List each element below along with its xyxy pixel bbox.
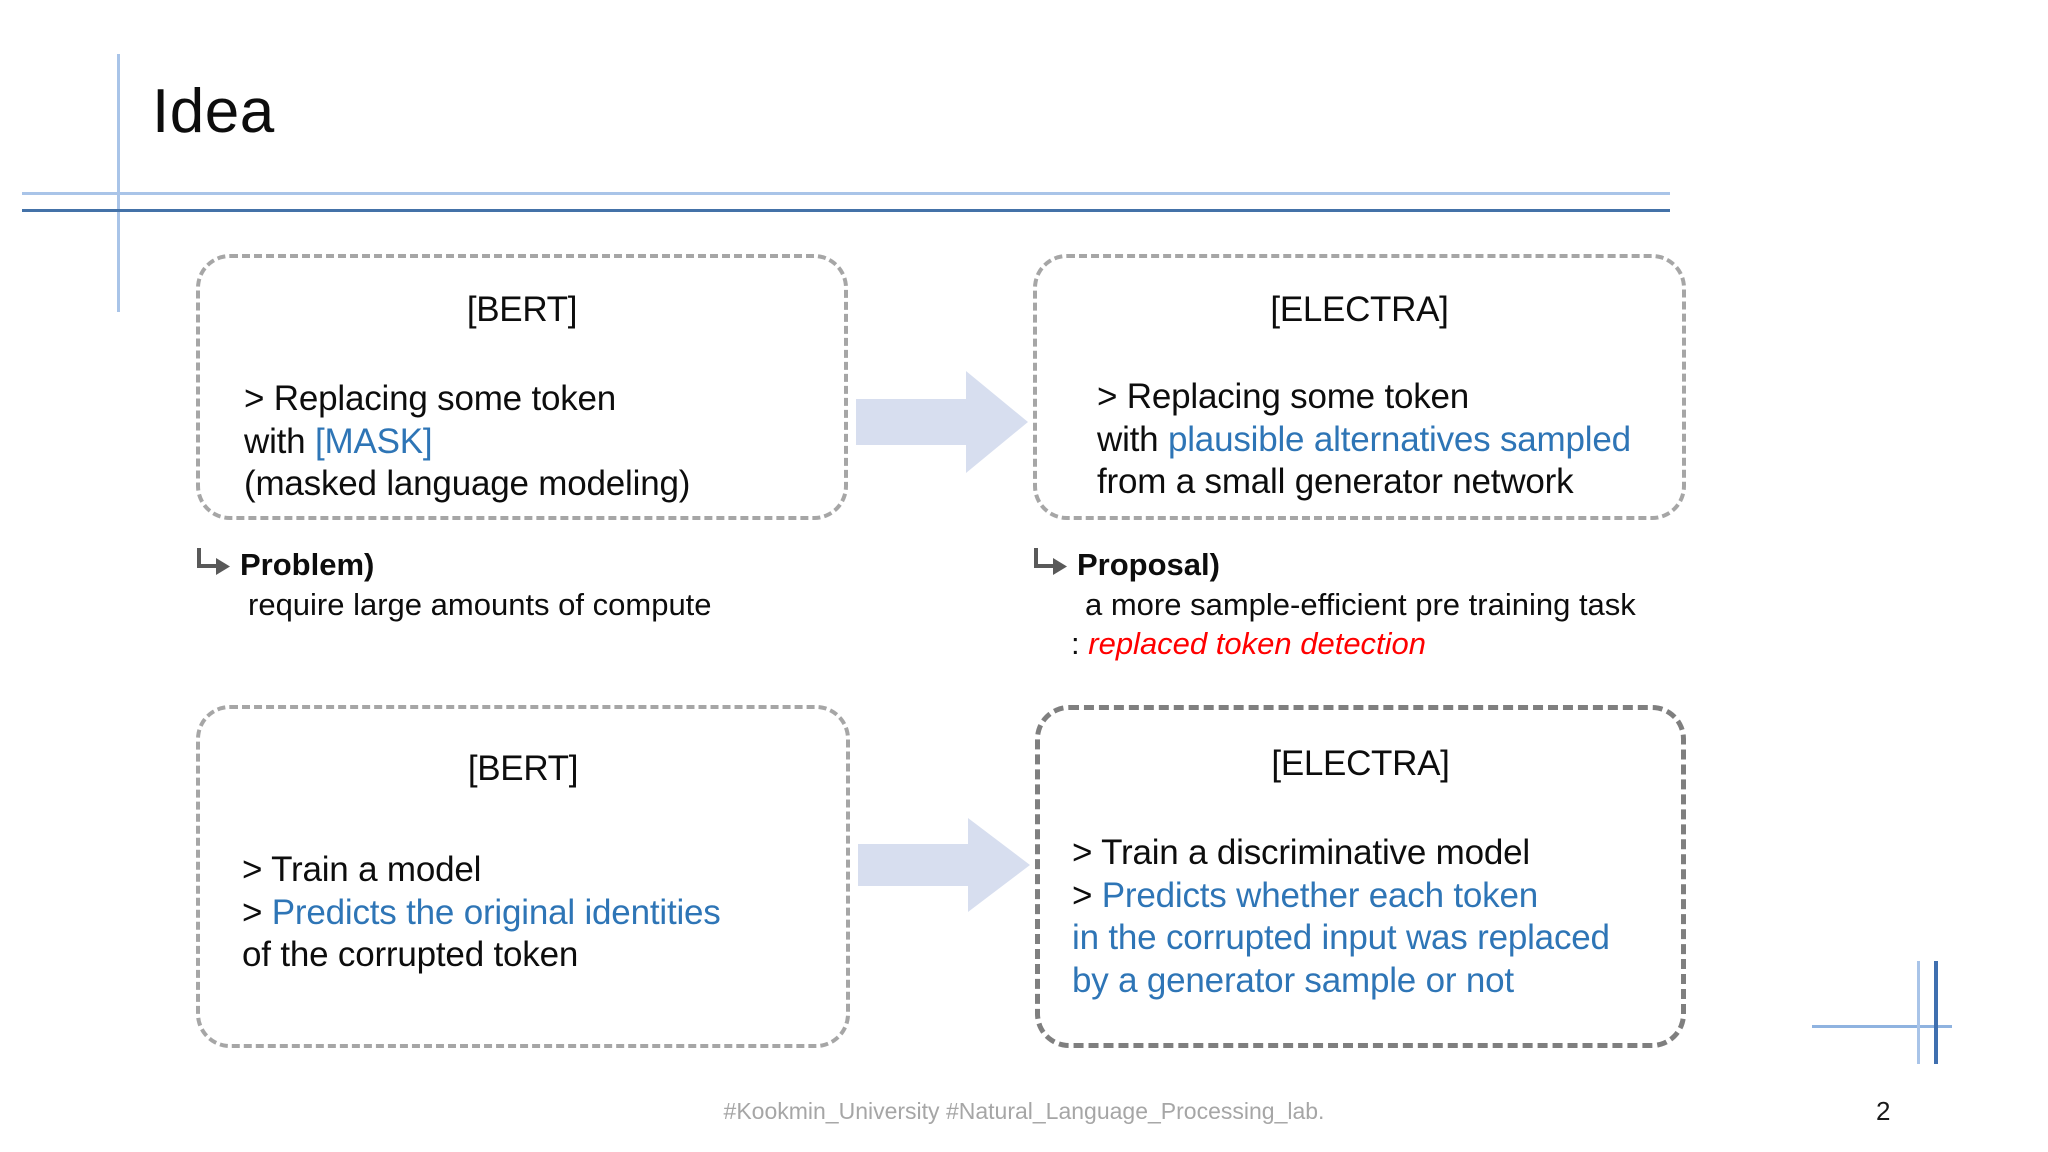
electra-box-top-title: [ELECTRA] [1270,290,1449,329]
electra-box-top-line-1: > Replacing some token [1097,376,1631,419]
line-highlight: plausible alternatives sampled [1167,419,1631,459]
electra-box-bottom-body: > Train a discriminative model > Predict… [1072,832,1610,1003]
bert-box-bottom-body: > Train a model > Predicts the original … [242,849,721,977]
header-vertical-rule [117,54,120,312]
line-text: > Replacing some token [244,379,617,418]
electra-box-bottom-line-2: > Predicts whether each token [1072,875,1610,918]
proposal-annotation-heading: Proposal) [1033,545,1636,585]
page-number: 2 [1876,1096,1891,1126]
proposal-emphasis: replaced token detection [1088,626,1427,662]
electra-box-bottom: [ELECTRA] > Train a discriminative model… [1035,705,1686,1048]
electra-box-bottom-line-4: by a generator sample or not [1072,960,1610,1003]
line-text: > Train a model [242,850,482,889]
header-rule-dark [22,209,1670,212]
bert-box-top-line-1: > Replacing some token [244,378,690,421]
corner-decoration-vertical-dark [1934,961,1938,1064]
proposal-annotation-emphasis-line: : replaced token detection [1071,624,1636,664]
line-text: > [1072,875,1102,915]
block-arrow-right-icon-bottom [858,818,1030,912]
bert-box-top-line-2: with [MASK] [244,421,690,464]
electra-box-top-body: > Replacing some token with plausible al… [1097,376,1631,504]
proposal-colon: : [1071,626,1080,662]
electra-box-top-line-3: from a small generator network [1097,461,1631,504]
bert-box-top-body: > Replacing some token with [MASK] (mask… [244,378,690,506]
proposal-annotation-body: a more sample-efficient pre training tas… [1085,586,1636,622]
bert-box-top-title: [BERT] [466,290,578,329]
bert-box-top-line-3: (masked language modeling) [244,463,690,506]
slide-footer: #Kookmin_University #Natural_Language_Pr… [723,1098,1325,1124]
line-text: > Train a discriminative model [1072,833,1530,872]
corner-decoration-vertical-light [1917,961,1920,1064]
bert-box-bottom-line-1: > Train a model [242,849,721,892]
problem-annotation-heading: Problem) [196,545,712,585]
line-text: with [244,421,315,461]
line-text: > [242,892,272,932]
line-highlight: by a generator sample or not [1072,961,1514,1001]
proposal-label: Proposal) [1077,547,1220,582]
corner-arrow-icon [196,548,230,581]
bert-box-bottom: [BERT] > Train a model > Predicts the or… [196,705,850,1048]
electra-box-bottom-title: [ELECTRA] [1271,744,1450,783]
line-highlight: Predicts whether each token [1101,875,1539,915]
electra-box-bottom-line-1: > Train a discriminative model [1072,832,1610,875]
electra-box-top: [ELECTRA] > Replacing some token with pl… [1033,254,1686,520]
line-text: > Replacing some token [1097,377,1470,416]
electra-box-bottom-line-3: in the corrupted input was replaced [1072,917,1610,960]
corner-decoration-horizontal [1812,1025,1952,1028]
bert-box-top: [BERT] > Replacing some token with [MASK… [196,254,848,520]
block-arrow-right-icon-top [856,371,1028,473]
bert-box-bottom-line-2: > Predicts the original identities [242,892,721,935]
line-highlight: [MASK] [314,421,433,461]
electra-box-top-line-2: with plausible alternatives sampled [1097,419,1631,462]
line-highlight: in the corrupted input was replaced [1072,918,1610,958]
header-rule-light [22,192,1670,195]
proposal-annotation: Proposal) a more sample-efficient pre tr… [1033,545,1636,664]
corner-arrow-icon [1033,548,1067,581]
line-text: from a small generator network [1097,462,1574,502]
problem-annotation-body: require large amounts of compute [248,586,712,622]
problem-annotation: Problem) require large amounts of comput… [196,545,712,624]
page-title: Idea [152,77,275,146]
bert-box-bottom-line-3: of the corrupted token [242,934,721,977]
line-text: (masked language modeling) [244,464,691,504]
line-highlight: Predicts the original identities [271,892,721,932]
line-text: with [1097,419,1168,459]
bert-box-bottom-title: [BERT] [467,749,579,788]
line-text: of the corrupted token [242,935,579,975]
problem-label: Problem) [240,547,375,582]
